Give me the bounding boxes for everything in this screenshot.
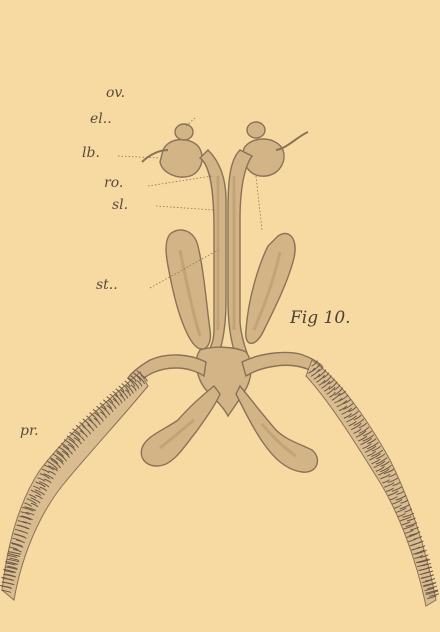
label-lb: lb. [82, 146, 100, 160]
label-ov: ov. [106, 86, 125, 100]
left-lower-lobe [141, 386, 220, 466]
right-ovary-knob [247, 122, 265, 138]
label-ro: ro. [104, 176, 123, 190]
label-sl: sl. [112, 198, 128, 212]
figure-caption: Fig 10. [290, 310, 351, 327]
right-prostate-gland [306, 360, 439, 606]
label-st: st.. [96, 278, 118, 292]
left-prostate-gland [0, 370, 148, 600]
right-lower-lobe [236, 386, 317, 472]
label-pr: pr. [20, 424, 39, 438]
organs [128, 122, 322, 472]
left-ovary-knob [175, 124, 193, 140]
left-lateral-bulb [160, 140, 202, 177]
label-el: el.. [90, 112, 112, 126]
